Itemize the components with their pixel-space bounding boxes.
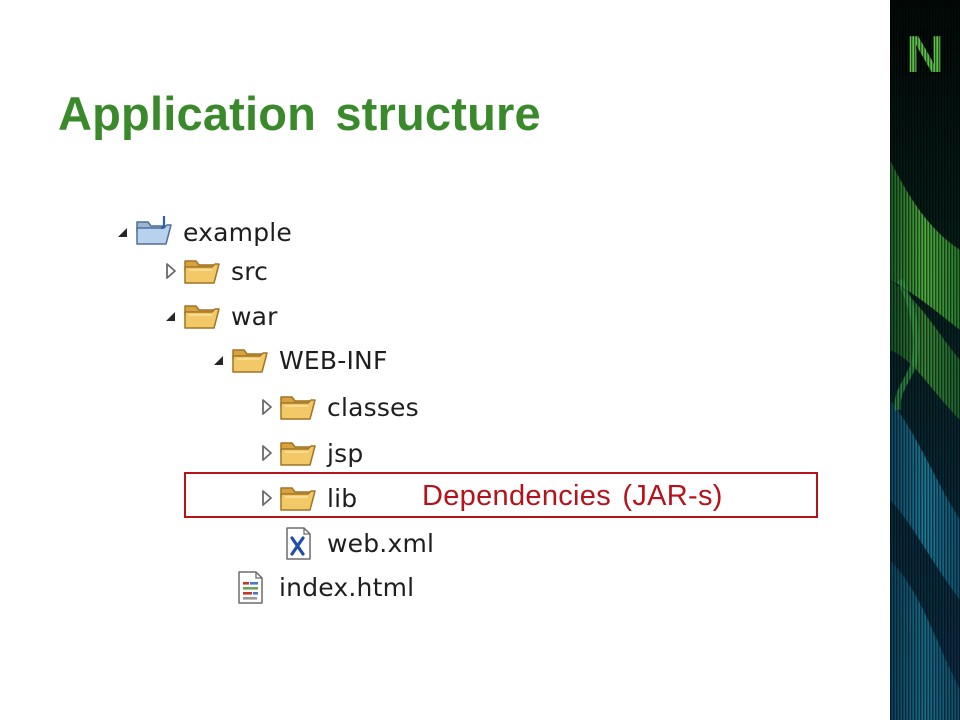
tree-item-label: WEB-INF — [279, 345, 388, 375]
expand-arrow-icon[interactable] — [160, 251, 182, 291]
collapse-arrow-icon[interactable] — [208, 340, 230, 380]
folder-icon — [230, 342, 270, 378]
slide-title: Application structure — [58, 87, 541, 140]
tree-item-label: lib — [327, 483, 358, 513]
html-file-icon — [230, 569, 270, 605]
project-folder-icon — [134, 214, 174, 250]
tree-item-web-xml[interactable]: web.xml — [256, 523, 434, 563]
folder-icon — [182, 298, 222, 334]
folder-icon — [278, 389, 318, 425]
tree-item-classes[interactable]: classes — [256, 387, 419, 427]
tree-item-lib[interactable]: lib — [256, 478, 357, 518]
logo-n-icon: N — [898, 26, 952, 84]
tree-item-label: web.xml — [327, 528, 435, 558]
tree-item-src[interactable]: src — [160, 251, 268, 291]
xml-file-icon — [278, 525, 318, 561]
tree-item-label: index.html — [279, 572, 415, 602]
tree-item-war[interactable]: war — [160, 296, 278, 336]
callout-label: Dependencies (JAR-s) — [422, 480, 723, 512]
decorative-side-panel: N — [890, 0, 960, 720]
lib-highlight-box — [184, 472, 818, 518]
tree-spacer — [256, 523, 278, 563]
tree-item-label: src — [231, 256, 269, 286]
tree-item-web-inf[interactable]: WEB-INF — [208, 340, 388, 380]
folder-icon — [278, 435, 318, 471]
tree-item-jsp[interactable]: jsp — [256, 433, 363, 473]
tree-item-label: classes — [327, 392, 419, 422]
tree-item-example[interactable]: example — [112, 212, 292, 252]
expand-arrow-icon[interactable] — [256, 387, 278, 427]
expand-arrow-icon[interactable] — [256, 433, 278, 473]
tree-item-index-html[interactable]: index.html — [208, 567, 414, 607]
tree-item-label: jsp — [327, 438, 364, 468]
folder-icon — [182, 253, 222, 289]
expand-arrow-icon[interactable] — [112, 212, 134, 252]
tree-spacer — [208, 567, 230, 607]
tree-item-label: example — [183, 217, 293, 247]
tree-item-label: war — [231, 301, 278, 331]
collapse-arrow-icon[interactable] — [160, 296, 182, 336]
